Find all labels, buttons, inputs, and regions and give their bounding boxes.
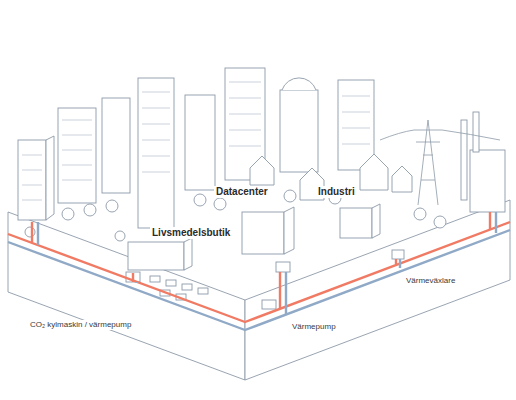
- supermarket: [128, 242, 184, 270]
- industry-building: [340, 208, 372, 238]
- heat-exchanger: [392, 250, 404, 259]
- building-label: Livsmedelsbutik: [150, 227, 232, 239]
- cold-pipe: [8, 230, 510, 330]
- component-label: Värmepump: [290, 322, 338, 332]
- warm-pipe: [8, 222, 510, 322]
- component-label: CO₂ kylmaskin / värmepump: [28, 320, 133, 330]
- building-label: Industri: [316, 186, 357, 198]
- datacenter-building: [242, 212, 284, 254]
- ground-right-face: [245, 200, 510, 380]
- component-label: Värmeväxlare: [404, 276, 457, 286]
- building-label: Datacenter: [214, 186, 270, 198]
- ground-left-face: [8, 212, 245, 380]
